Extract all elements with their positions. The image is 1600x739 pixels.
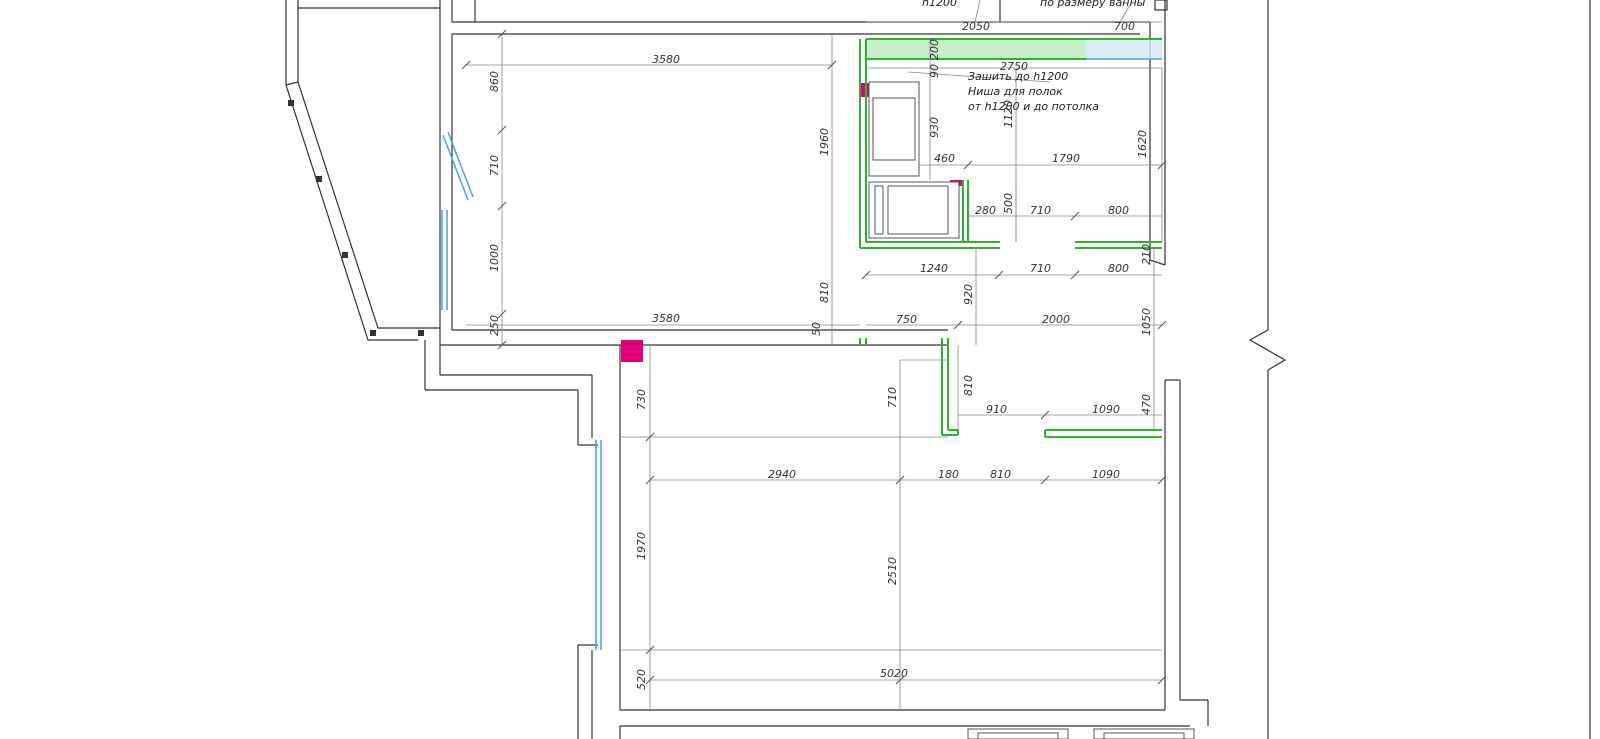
window-upper-left [441, 210, 448, 310]
dim-90: 90 [928, 64, 941, 78]
exterior-walls [424, 0, 1591, 739]
window-lower-left [595, 440, 602, 650]
window-angled [442, 131, 474, 201]
dim-2940: 2940 [768, 468, 796, 481]
dim-810-bottom: 810 [990, 468, 1011, 481]
annotations: h1200 по размеру ванны Зашить до h1200 Н… [922, 0, 1146, 113]
dim-500: 500 [1002, 193, 1015, 214]
dim-920: 920 [962, 284, 975, 305]
dimension-ticks [461, 29, 1167, 685]
dim-1050: 1050 [1140, 308, 1153, 336]
note-h1200: h1200 [922, 0, 957, 9]
note-niche-height: от h1200 и до потолка [968, 100, 1099, 113]
bottom-units [967, 728, 1195, 739]
dim-2000: 2000 [1042, 313, 1070, 326]
dim-910: 910 [986, 403, 1007, 416]
column-main [621, 340, 643, 362]
dim-700: 700 [1114, 20, 1135, 33]
note-niche: Ниша для полок [968, 85, 1063, 98]
dim-5020: 5020 [880, 667, 908, 680]
dim-710-left: 710 [488, 155, 501, 176]
dim-1120: 1120 [1002, 100, 1015, 128]
dim-520: 520 [635, 669, 648, 690]
dim-250: 250 [488, 315, 501, 336]
dim-210: 210 [1140, 244, 1153, 265]
dimension-labels: 2050 700 3580 2750 200 90 860 930 1120 7… [488, 20, 1153, 690]
dim-1240: 1240 [920, 262, 948, 275]
dim-1960: 1960 [818, 128, 831, 156]
dim-200: 200 [928, 39, 941, 60]
dim-1090-top: 1090 [1092, 403, 1120, 416]
dim-50: 50 [810, 322, 823, 336]
dim-800-bath: 800 [1108, 204, 1129, 217]
dim-750: 750 [896, 313, 917, 326]
dimension-lines [466, 0, 1163, 710]
dim-1970: 1970 [635, 532, 648, 560]
dim-800-door: 800 [1108, 262, 1129, 275]
dim-2750: 2750 [1000, 60, 1028, 73]
bathroom-fixtures [868, 81, 960, 239]
dim-470: 470 [1140, 394, 1153, 415]
dim-810-top: 810 [818, 282, 831, 303]
dim-710-lower: 710 [886, 387, 899, 408]
dim-710-bath: 710 [1030, 204, 1051, 217]
dim-930: 930 [928, 117, 941, 138]
dim-2050: 2050 [962, 20, 990, 33]
dim-1090-bottom: 1090 [1092, 468, 1120, 481]
dim-1790: 1790 [1052, 152, 1080, 165]
dim-3580-bottom: 3580 [652, 312, 680, 325]
dim-860: 860 [488, 71, 501, 92]
bathroom-partitions [859, 38, 1162, 438]
note-bath-size: по размеру ванны [1040, 0, 1146, 9]
note-sew-up: Зашить до h1200 [968, 70, 1068, 83]
dim-180: 180 [938, 468, 959, 481]
dim-1000: 1000 [488, 244, 501, 272]
dim-810-mid: 810 [962, 375, 975, 396]
dim-730: 730 [635, 389, 648, 410]
dim-3580-top: 3580 [652, 53, 680, 66]
dim-2510: 2510 [886, 557, 899, 585]
dim-1620: 1620 [1136, 130, 1149, 158]
dim-710-door: 710 [1030, 262, 1051, 275]
dim-460: 460 [934, 152, 955, 165]
bay-window [285, 0, 474, 341]
dim-280: 280 [975, 204, 996, 217]
